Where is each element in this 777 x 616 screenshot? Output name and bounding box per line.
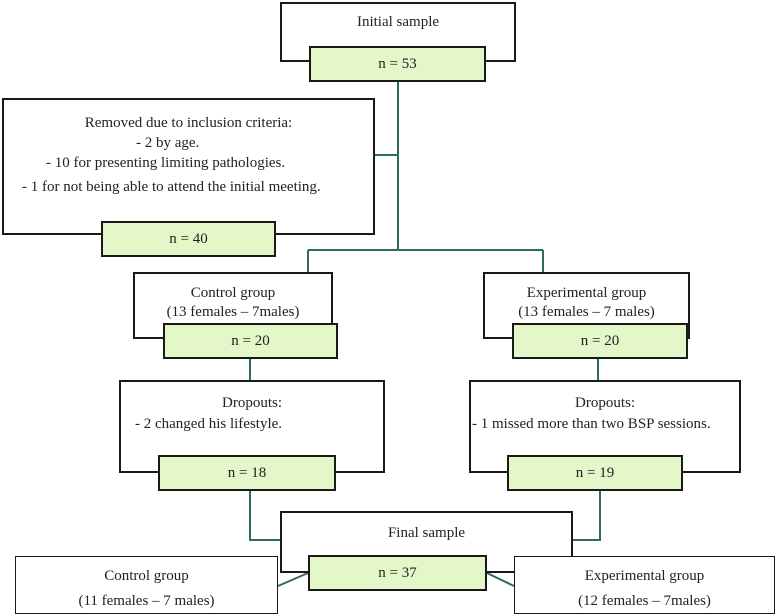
dropouts-control-count: n = 18 xyxy=(158,455,336,491)
control-group-count: n = 20 xyxy=(163,323,338,359)
dropouts-control-line: - 2 changed his lifestyle. xyxy=(135,416,283,432)
connector-control-final xyxy=(249,491,280,541)
connector-final-experimental xyxy=(486,572,515,587)
final-control-box xyxy=(15,556,278,614)
final-sample-title: Final sample xyxy=(387,525,466,541)
dropouts-experimental-title: Dropouts: xyxy=(575,395,635,411)
final-control-title: Control group xyxy=(104,568,189,584)
control-group-title: Control group xyxy=(190,285,276,301)
dropouts-experimental-count: n = 19 xyxy=(507,455,683,491)
removed-line-meeting: - 1 for not being able to attend the ini… xyxy=(22,179,321,195)
connector-final-control xyxy=(277,572,309,587)
final-control-sub: (11 females – 7 males) xyxy=(78,593,215,609)
final-experimental-title: Experimental group xyxy=(584,568,705,584)
final-experimental-box xyxy=(514,556,775,614)
control-group-sub: (13 females – 7males) xyxy=(166,304,300,320)
removed-title: Removed due to inclusion criteria: xyxy=(84,115,293,131)
removed-count: n = 40 xyxy=(101,221,276,257)
final-experimental-sub: (12 females – 7males) xyxy=(578,593,711,609)
final-sample-count: n = 37 xyxy=(308,555,487,591)
initial-sample-count: n = 53 xyxy=(309,46,486,82)
initial-sample-title: Initial sample xyxy=(356,14,440,30)
experimental-group-title: Experimental group xyxy=(526,285,647,301)
dropouts-control-title: Dropouts: xyxy=(222,395,282,411)
experimental-group-count: n = 20 xyxy=(512,323,688,359)
connector-experimental-final xyxy=(573,491,601,541)
removed-line-pathologies: - 10 for presenting limiting pathologies… xyxy=(46,155,286,171)
removed-box xyxy=(2,98,375,235)
dropouts-experimental-line: - 1 missed more than two BSP sessions. xyxy=(472,416,711,432)
experimental-group-sub: (13 females – 7 males) xyxy=(518,304,655,320)
removed-line-age: - 2 by age. xyxy=(136,135,200,151)
